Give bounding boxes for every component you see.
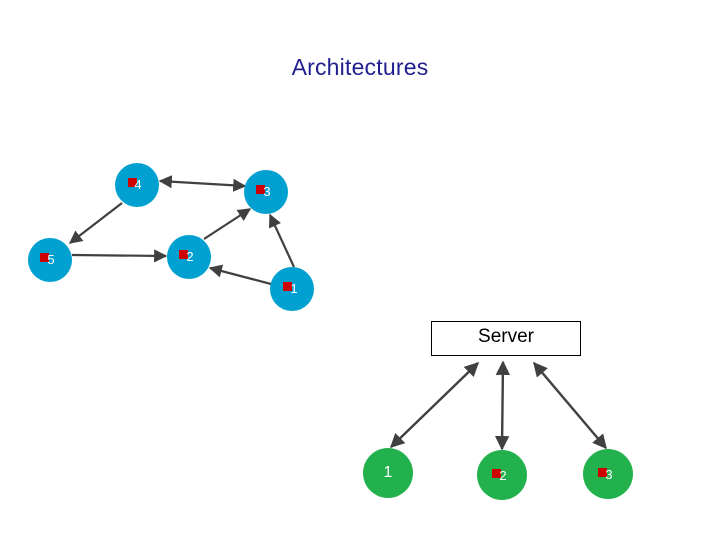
client-node-2[interactable] xyxy=(477,450,527,500)
client-node-1[interactable] xyxy=(363,448,413,498)
edge-p2-p3 xyxy=(203,208,252,240)
edge-p4-p5 xyxy=(68,202,123,244)
edge-c1-server xyxy=(389,361,480,449)
edge-p5-p2 xyxy=(71,249,168,263)
edge-c3-server xyxy=(533,361,607,450)
edge-p4-p3 xyxy=(158,175,247,192)
peer-node-1[interactable] xyxy=(270,267,314,311)
peer-node-4[interactable] xyxy=(115,163,159,207)
server-box[interactable]: Server xyxy=(431,321,581,356)
client-nodes xyxy=(363,448,633,500)
peer-nodes xyxy=(28,163,314,311)
edge-c2-server xyxy=(494,360,511,451)
peer-node-5[interactable] xyxy=(28,238,72,282)
bullet-square-peer-3 xyxy=(256,185,265,194)
bullet-square-peer-2 xyxy=(179,250,188,259)
edge-p1-p3 xyxy=(268,213,295,268)
peer-edges xyxy=(68,175,295,286)
edge-p1-p2 xyxy=(208,264,272,286)
client-server-edges xyxy=(389,360,607,451)
bullet-square-client-3 xyxy=(598,468,607,477)
page-title: Architectures xyxy=(291,54,429,80)
bullet-square-peer-4 xyxy=(128,178,137,187)
bullet-square-peer-5 xyxy=(40,253,49,262)
client-node-3[interactable] xyxy=(583,449,633,499)
peer-node-3[interactable] xyxy=(244,170,288,214)
bullet-square-client-2 xyxy=(492,469,501,478)
peer-node-2[interactable] xyxy=(167,235,211,279)
bullet-square-peer-1 xyxy=(283,282,292,291)
